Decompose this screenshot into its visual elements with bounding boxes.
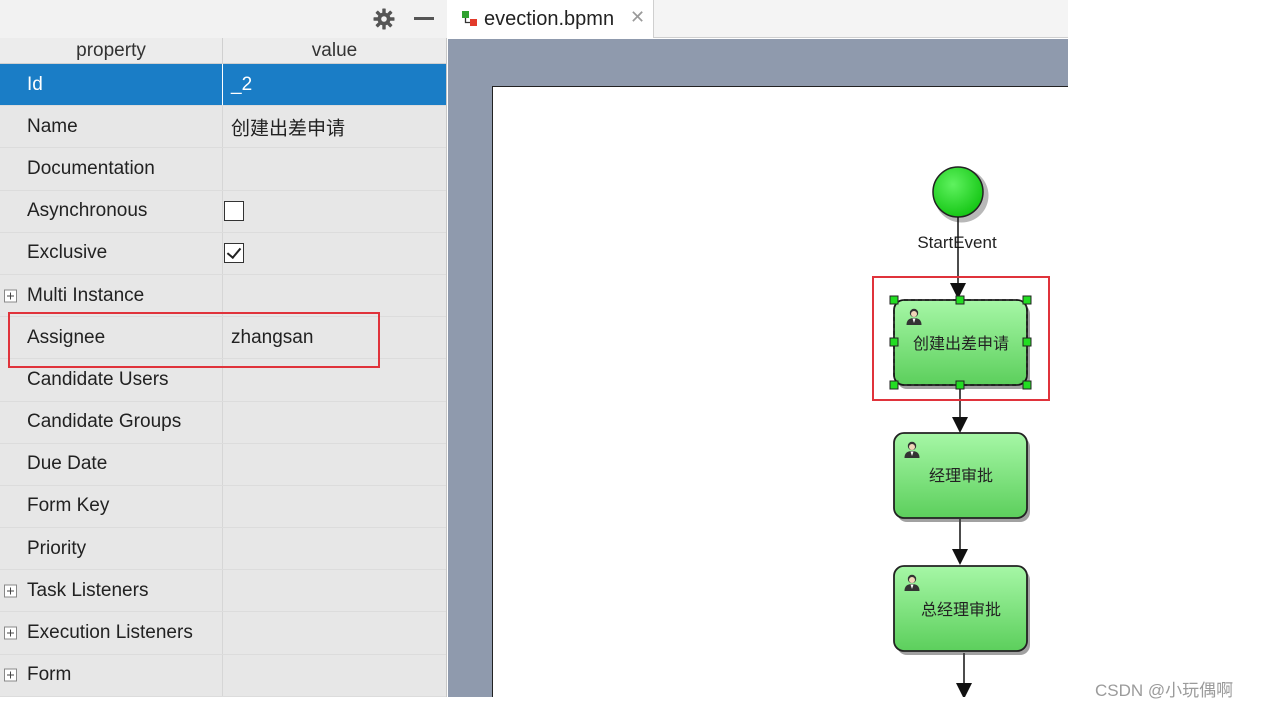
property-row-due-date[interactable]: Due Date: [0, 443, 446, 486]
property-row-asynchronous[interactable]: Asynchronous: [0, 190, 446, 233]
exclusive-checkbox[interactable]: [224, 243, 244, 264]
task-manager-approval[interactable]: 经理审批: [893, 432, 1030, 522]
property-label: Due Date: [27, 453, 108, 475]
table-header: property value: [0, 38, 446, 64]
property-label: Name: [27, 115, 78, 137]
property-row-name[interactable]: Name 创建出差申请: [0, 106, 446, 149]
property-row-candidate-users[interactable]: Candidate Users: [0, 359, 446, 402]
start-event-circle[interactable]: [932, 166, 984, 218]
property-row-form-key[interactable]: Form Key: [0, 485, 446, 529]
close-icon[interactable]: ✕: [630, 7, 646, 27]
editor-tab-strip: evection.bpmn ✕: [448, 0, 1068, 38]
selection-handles[interactable]: [889, 295, 1032, 390]
property-table: property value Id _2 Name 创建出差申请 Documen…: [0, 38, 446, 697]
property-row-multi-instance[interactable]: Multi Instance: [0, 274, 446, 318]
task-label: 创建出差申请: [913, 334, 1009, 353]
property-row-priority[interactable]: Priority: [0, 528, 446, 571]
property-row-id[interactable]: Id _2: [0, 64, 446, 107]
expand-icon[interactable]: [4, 626, 17, 640]
property-label: Form Key: [27, 495, 110, 517]
expand-icon[interactable]: [4, 668, 17, 682]
property-label: Assignee: [27, 326, 106, 348]
header-value: value: [222, 38, 446, 64]
diagram-editor: StartEvent 创建出差申请: [448, 39, 1068, 697]
watermark: CSDN @小玩偶啊: [1095, 681, 1234, 700]
property-row-task-listeners[interactable]: Task Listeners: [0, 570, 446, 613]
property-label: Task Listeners: [27, 579, 149, 601]
property-row-assignee[interactable]: Assignee zhangsan: [0, 317, 446, 360]
name-value[interactable]: 创建出差申请: [231, 118, 346, 140]
property-row-execution-listeners[interactable]: Execution Listeners: [0, 612, 446, 655]
property-label: Documentation: [27, 157, 155, 179]
assignee-value[interactable]: zhangsan: [231, 326, 314, 348]
property-label: Candidate Groups: [27, 411, 182, 433]
task-highlight-box: [872, 276, 1050, 401]
bpmn-diagram: StartEvent 创建出差申请: [872, 166, 1050, 697]
properties-toolbar: [0, 0, 447, 38]
diagram-canvas[interactable]: StartEvent 创建出差申请: [492, 86, 1068, 697]
property-row-candidate-groups[interactable]: Candidate Groups: [0, 401, 446, 444]
gear-icon[interactable]: [372, 7, 396, 31]
minimize-icon[interactable]: [414, 17, 434, 20]
task-general-manager-approval[interactable]: 总经理审批: [893, 565, 1030, 655]
property-label: Execution Listeners: [27, 622, 193, 644]
task-create-request[interactable]: 创建出差申请: [889, 295, 1032, 390]
tab-evection-bpmn[interactable]: evection.bpmn ✕: [448, 0, 654, 38]
property-row-documentation[interactable]: Documentation: [0, 148, 446, 191]
property-label: Exclusive: [27, 242, 108, 264]
property-label: Asynchronous: [27, 200, 148, 222]
property-row-exclusive[interactable]: Exclusive: [0, 232, 446, 275]
property-row-form[interactable]: Form: [0, 654, 446, 697]
property-label: Id: [27, 73, 43, 95]
expand-icon[interactable]: [4, 289, 17, 303]
id-value[interactable]: _2: [231, 73, 253, 95]
properties-panel: property value Id _2 Name 创建出差申请 Documen…: [0, 0, 447, 697]
task-label: 经理审批: [929, 466, 993, 485]
property-label: Candidate Users: [27, 368, 169, 390]
start-event-label: StartEvent: [917, 233, 997, 252]
tab-title: evection.bpmn: [484, 8, 615, 30]
asynchronous-checkbox[interactable]: [224, 201, 244, 222]
property-label: Form: [27, 664, 72, 686]
task-label: 总经理审批: [921, 600, 1001, 619]
property-label: Priority: [27, 537, 87, 559]
property-label: Multi Instance: [27, 284, 145, 306]
expand-icon[interactable]: [4, 584, 17, 598]
header-property: property: [76, 40, 146, 61]
bpmn-file-icon: [462, 11, 477, 26]
